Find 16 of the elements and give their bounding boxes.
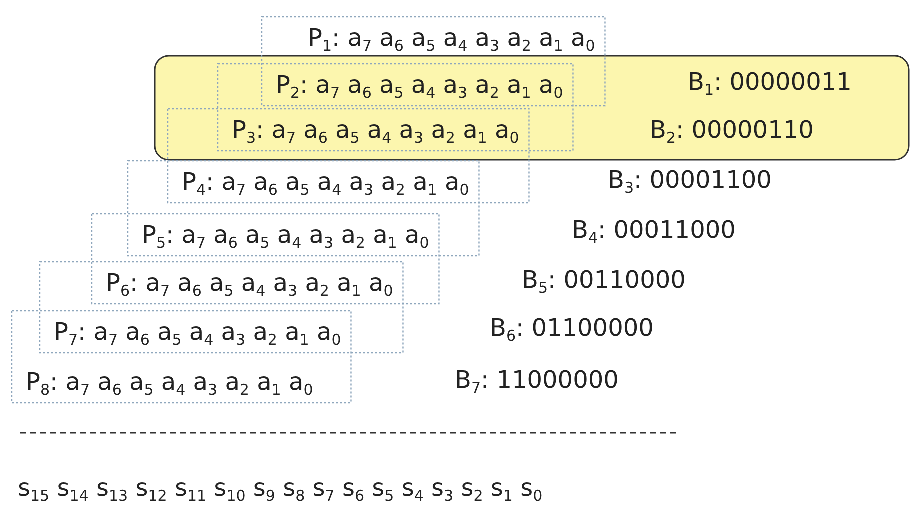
shift-value-text: B$_{3}$: 00001100 [608,165,772,195]
partial-product-row: P$_{6}$: a$_{7}$ a$_{6}$ a$_{5}$ a$_{4}$ a$_{3}$ a$_{2}$ a$_{1}$ a$_{0}$ [106,268,394,298]
partial-product-row: P$_{3}$: a$_{7}$ a$_{6}$ a$_{5}$ a$_{4}$ a$_{3}$ a$_{2}$ a$_{1}$ a$_{0}$ [232,115,520,145]
shift-value-text: B$_{4}$: 00011000 [572,215,736,245]
partial-product-row: P$_{4}$: a$_{7}$ a$_{6}$ a$_{5}$ a$_{4}$ a$_{3}$ a$_{2}$ a$_{1}$ a$_{0}$ [182,167,470,197]
shift-value-text: B$_{6}$: 01100000 [490,313,654,343]
partial-product-row: P$_{1}$: a$_{7}$ a$_{6}$ a$_{5}$ a$_{4}$ a$_{3}$ a$_{2}$ a$_{1}$ a$_{0}$ [308,23,596,53]
partial-product-row: P$_{5}$: a$_{7}$ a$_{6}$ a$_{5}$ a$_{4}$ a$_{3}$ a$_{2}$ a$_{1}$ a$_{0}$ [142,220,430,250]
partial-product-row: P$_{8}$: a$_{7}$ a$_{6}$ a$_{5}$ a$_{4}$ a$_{3}$ a$_{2}$ a$_{1}$ a$_{0}$ [26,367,314,397]
shift-value-text: B$_{7}$: 11000000 [455,365,619,395]
shift-value-text: B$_{5}$: 00110000 [522,265,686,295]
partial-product-row: P$_{7}$: a$_{7}$ a$_{6}$ a$_{5}$ a$_{4}$ a$_{3}$ a$_{2}$ a$_{1}$ a$_{0}$ [54,317,342,347]
shift-value-text: B$_{1}$: 00000011 [688,67,852,97]
shift-value-text: B$_{2}$: 00000110 [650,115,814,145]
partial-product-row: P$_{2}$: a$_{7}$ a$_{6}$ a$_{5}$ a$_{4}$ a$_{3}$ a$_{2}$ a$_{1}$ a$_{0}$ [276,70,564,100]
sum-row: s$_{15}$ s$_{14}$ s$_{13}$ s$_{12}$ s$_{11}$ s$_{10}$ s$_{9}$ s$_{8}$ s$_{7}$ s$_{6}$ s$_{5}$ s$_{4}$ s$_{3}$ s$_{2}$ s$_{1}$ s$_{0}$ [18,473,543,503]
